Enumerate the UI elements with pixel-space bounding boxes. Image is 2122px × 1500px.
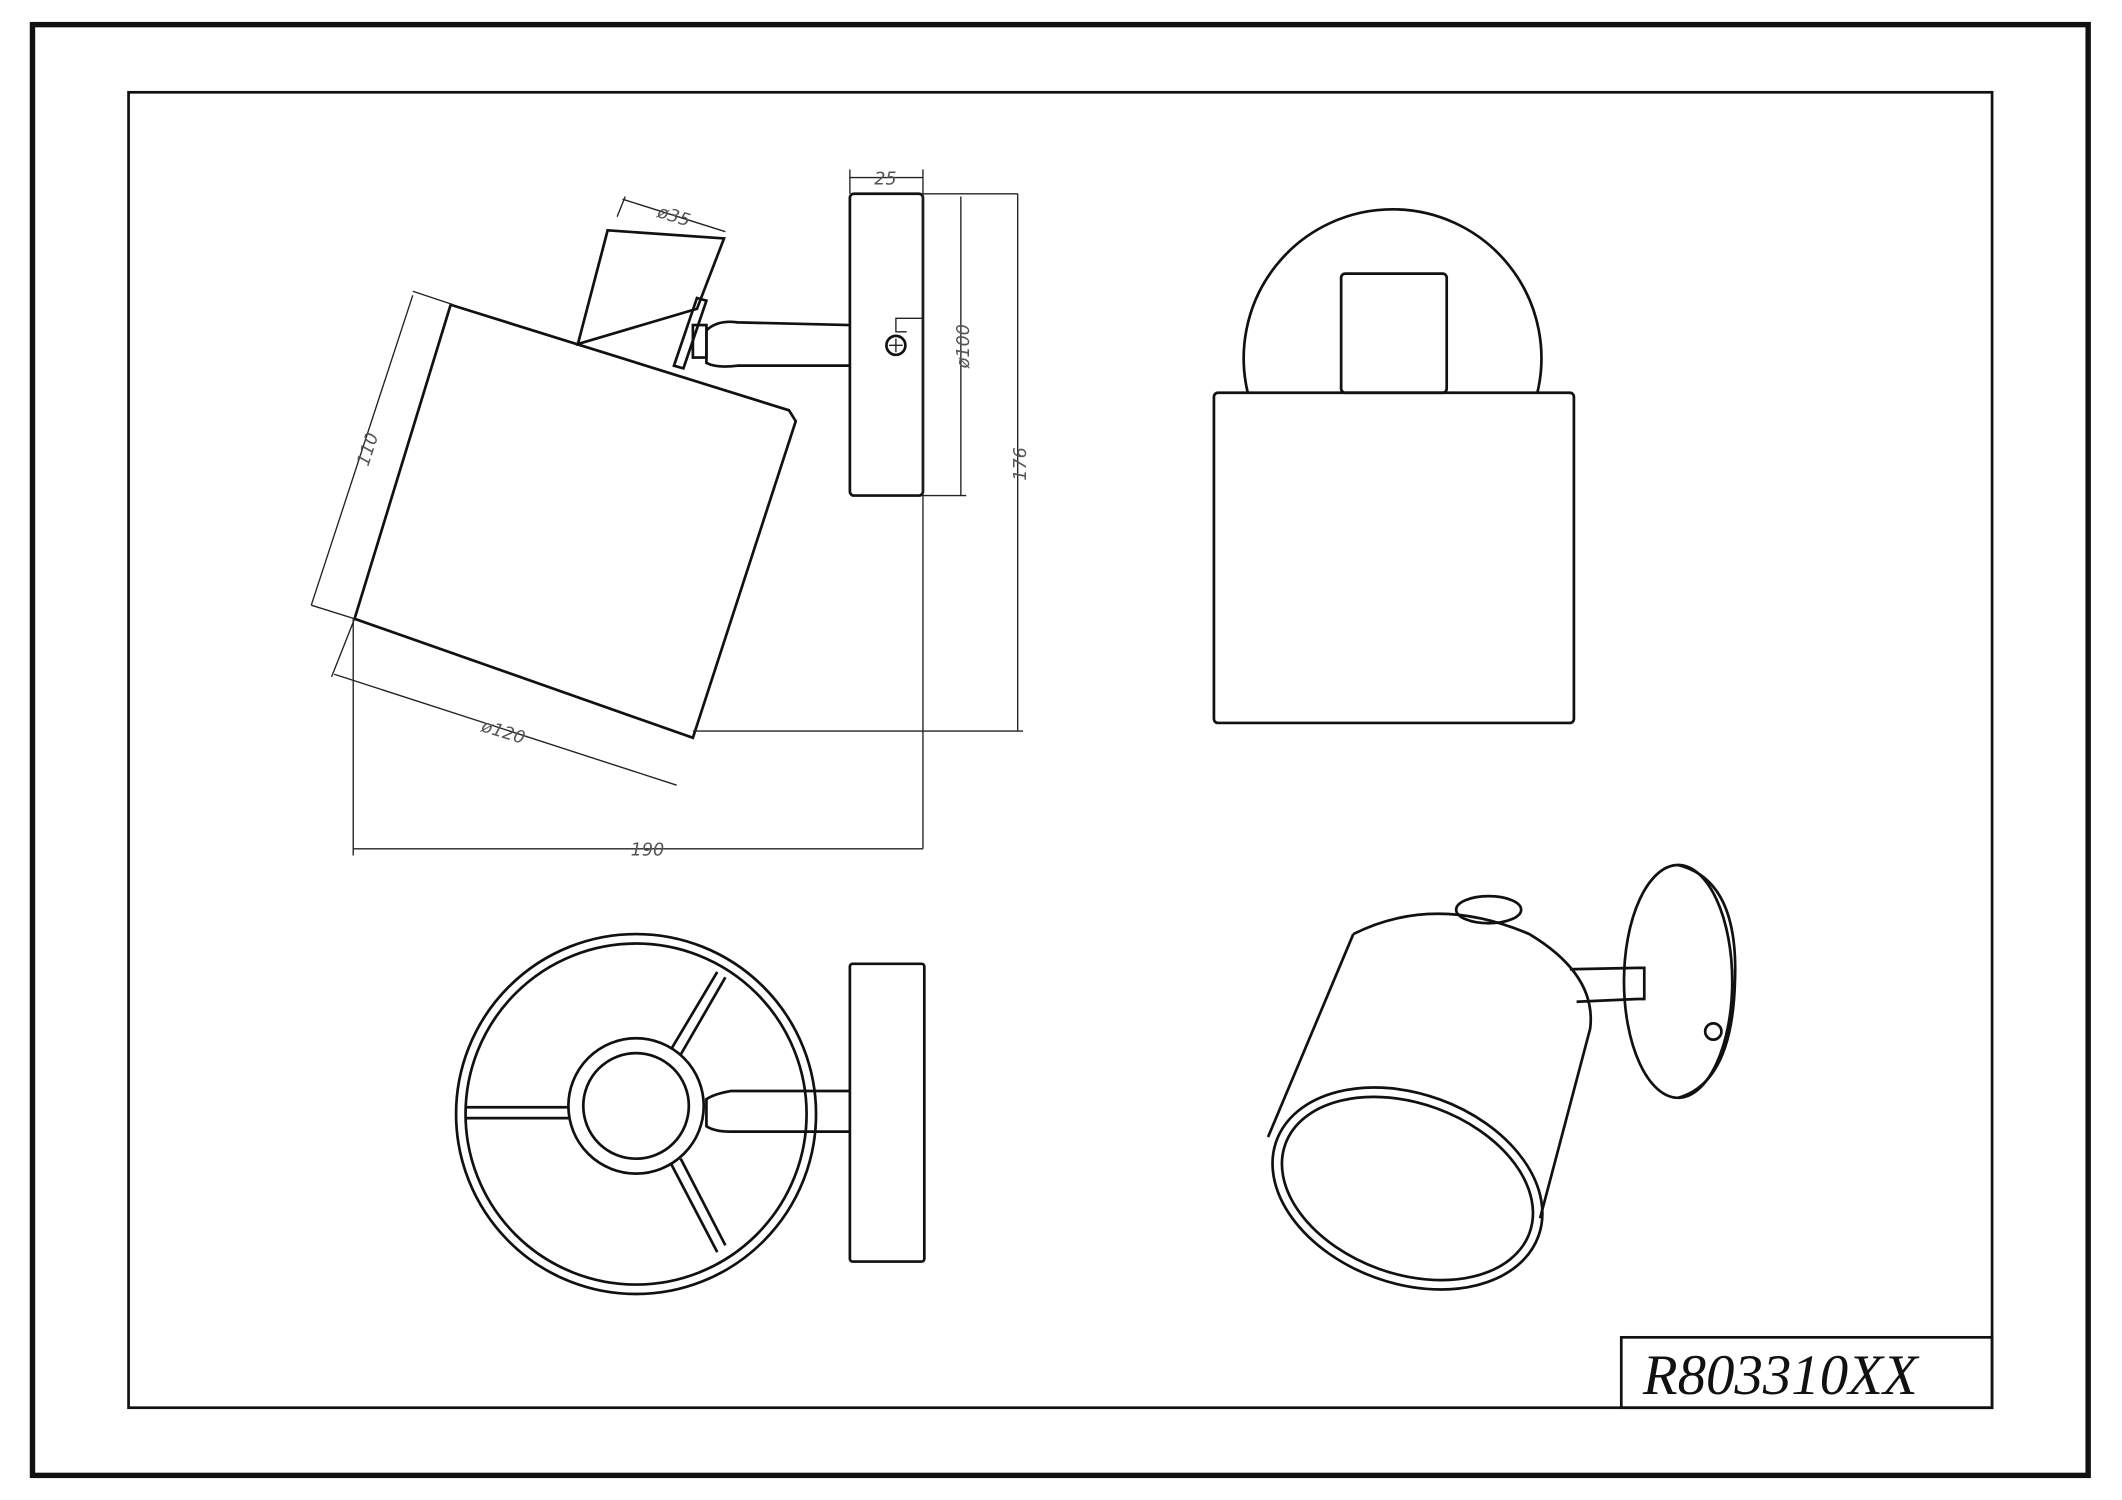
arm xyxy=(705,1089,850,1133)
dim-plate-depth: 25 xyxy=(874,169,896,189)
shade-rim xyxy=(454,932,818,1296)
collar xyxy=(1339,272,1449,395)
switch-icon xyxy=(885,317,923,357)
front-view xyxy=(1212,208,1576,725)
shade xyxy=(352,303,798,740)
arm xyxy=(1569,966,1646,1004)
swivel-plate xyxy=(672,296,709,371)
wall-plate xyxy=(1622,863,1734,1100)
collar xyxy=(575,228,726,346)
dim-collar-diameter: ø35 xyxy=(654,202,692,231)
dim-plate-diameter: ø100 xyxy=(954,324,974,369)
bottom-view xyxy=(454,932,926,1296)
outer-frame xyxy=(29,21,2091,1479)
side-view: 25 ø35 ø100 176 110 ø120 190 xyxy=(310,169,1031,861)
dim-total-projection: 190 xyxy=(631,841,665,861)
shade-opening xyxy=(1271,1086,1544,1291)
wall-plate-circle xyxy=(1242,208,1543,394)
inner-frame xyxy=(127,90,1994,1410)
wall-plate xyxy=(848,962,926,1263)
dim-total-height: 176 xyxy=(1011,447,1031,481)
dim-shade-length: 110 xyxy=(354,431,383,469)
dimension-lines xyxy=(310,169,1024,856)
switch-icon xyxy=(1703,1022,1723,1041)
arm xyxy=(705,320,850,368)
product-code: R803310XX xyxy=(1642,1344,1920,1407)
lamp-holder xyxy=(567,1036,706,1175)
perspective-view xyxy=(1266,863,1737,1291)
shade-spokes xyxy=(465,971,727,1253)
title-block: R803310XX xyxy=(1619,1335,1994,1410)
dim-shade-diameter: ø120 xyxy=(478,716,527,748)
shade xyxy=(1266,912,1593,1219)
shade xyxy=(1212,391,1576,725)
